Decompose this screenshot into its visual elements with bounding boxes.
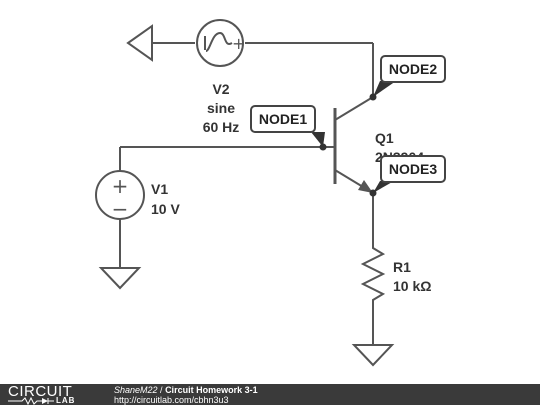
logo-resistor-icon — [8, 397, 54, 405]
r1-value: 10 kΩ — [393, 278, 431, 294]
node2-label: NODE2 — [373, 55, 446, 97]
author-link[interactable]: ShaneM22 — [114, 385, 158, 395]
r1-resistor-symbol — [360, 240, 386, 306]
circuit-title[interactable]: Circuit Homework 3-1 — [165, 385, 258, 395]
v1-ground-symbol — [98, 267, 142, 290]
svg-text:NODE2: NODE2 — [389, 61, 437, 77]
q1-collector-lead — [334, 96, 374, 121]
footer-title-line: ShaneM22 / Circuit Homework 3-1 — [114, 385, 258, 395]
r1-name: R1 — [393, 259, 411, 275]
circuitlab-logo[interactable]: CIRCUIT LAB — [8, 383, 98, 405]
v1-value: 10 V — [151, 201, 180, 217]
circuit-url-link[interactable]: http://circuitlab.com/cbhn3u3 — [114, 395, 229, 405]
q1-name: Q1 — [375, 130, 394, 146]
v2-frequency: 60 Hz — [203, 119, 240, 135]
v1-minus-sign: − — [112, 197, 129, 221]
node1-label: NODE1 — [250, 105, 325, 147]
title-separator: / — [157, 385, 166, 395]
v2-sine-icon — [205, 31, 233, 52]
v2-source-symbol — [196, 19, 244, 67]
v2-ground-symbol — [126, 24, 153, 62]
node3-label: NODE3 — [373, 155, 446, 193]
svg-text:NODE3: NODE3 — [389, 161, 437, 177]
v1-name: V1 — [151, 181, 168, 197]
svg-text:NODE1: NODE1 — [259, 111, 307, 127]
v2-type: sine — [207, 100, 235, 116]
logo-text-circuit: CIRCUIT — [8, 383, 73, 400]
circuit-schematic: + + − V2 sine 60 Hz V1 10 V Q1 2N3904 R1… — [95, 19, 446, 367]
v1-plus-sign: + — [112, 174, 129, 198]
q1-emitter-arrow — [358, 180, 373, 193]
v2-name: V2 — [212, 81, 229, 97]
v2-plus-sign: + — [232, 34, 245, 53]
footer-bar: CIRCUIT LAB ShaneM22 / Circuit Homework … — [0, 383, 540, 405]
logo-text-lab: LAB — [56, 396, 76, 405]
r1-ground-symbol — [351, 344, 395, 367]
